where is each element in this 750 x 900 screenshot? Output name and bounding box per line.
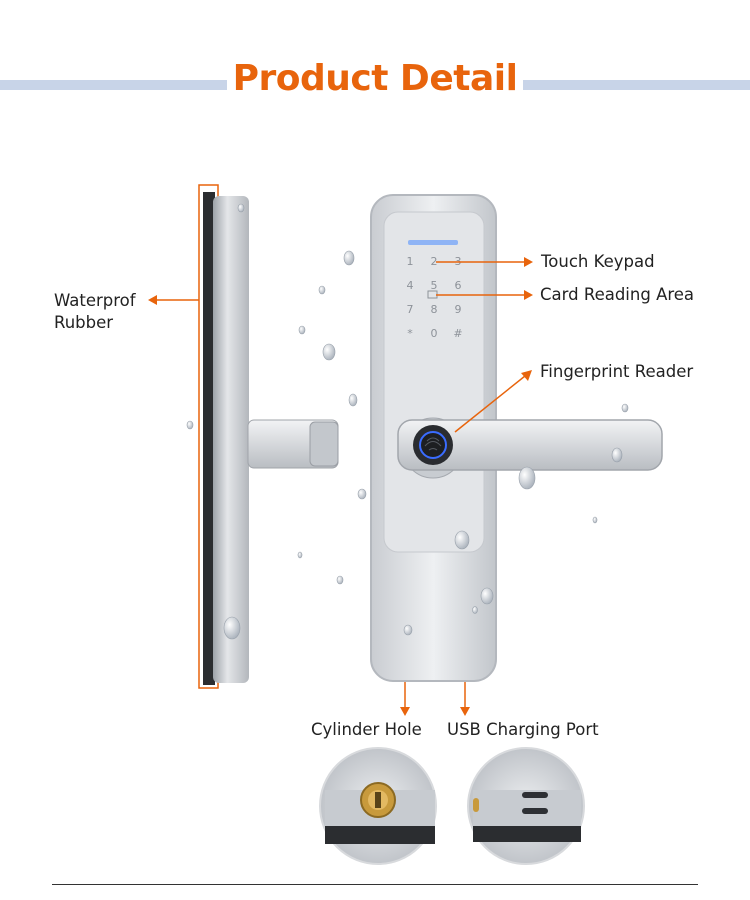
key-hash: # bbox=[453, 327, 462, 340]
key-9: 9 bbox=[455, 303, 462, 316]
bottom-divider bbox=[52, 884, 698, 885]
key-5: 5 bbox=[431, 279, 438, 292]
key-4: 4 bbox=[407, 279, 414, 292]
label-waterproof-line1: Waterprof bbox=[54, 291, 136, 310]
rubber-strip bbox=[203, 192, 215, 685]
callout-arrows bbox=[148, 257, 533, 716]
label-card-reading-area: Card Reading Area bbox=[540, 285, 695, 304]
side-panel bbox=[213, 196, 249, 683]
cylinder-hole-detail bbox=[319, 747, 437, 865]
key-0: 0 bbox=[431, 327, 438, 340]
label-waterproof-line2: Rubber bbox=[54, 313, 114, 332]
label-usb-charging-port: USB Charging Port bbox=[447, 720, 599, 739]
status-light-bar bbox=[408, 240, 458, 245]
fingerprint-icon bbox=[419, 431, 447, 459]
key-8: 8 bbox=[431, 303, 438, 316]
label-waterproof-rubber: Waterprof Rubber bbox=[54, 290, 136, 334]
label-cylinder-hole: Cylinder Hole bbox=[311, 720, 422, 739]
key-1: 1 bbox=[407, 255, 414, 268]
lock-side-view bbox=[198, 184, 339, 689]
page-title-text: Product Detail bbox=[226, 58, 524, 99]
usb-port-icon bbox=[522, 792, 548, 798]
lock-front-view: 1 2 3 4 5 6 7 8 9 * 0 # bbox=[370, 194, 663, 682]
keypad: 1 2 3 4 5 6 7 8 9 * 0 # bbox=[407, 255, 463, 340]
key-6: 6 bbox=[455, 279, 462, 292]
usb-port-detail bbox=[467, 747, 585, 865]
page-title: Product Detail bbox=[0, 58, 750, 99]
key-7: 7 bbox=[407, 303, 414, 316]
key-star: * bbox=[407, 327, 413, 340]
label-fingerprint-reader: Fingerprint Reader bbox=[540, 362, 694, 381]
key-2: 2 bbox=[431, 255, 438, 268]
label-touch-keypad: Touch Keypad bbox=[541, 252, 655, 271]
water-drops bbox=[186, 203, 629, 640]
